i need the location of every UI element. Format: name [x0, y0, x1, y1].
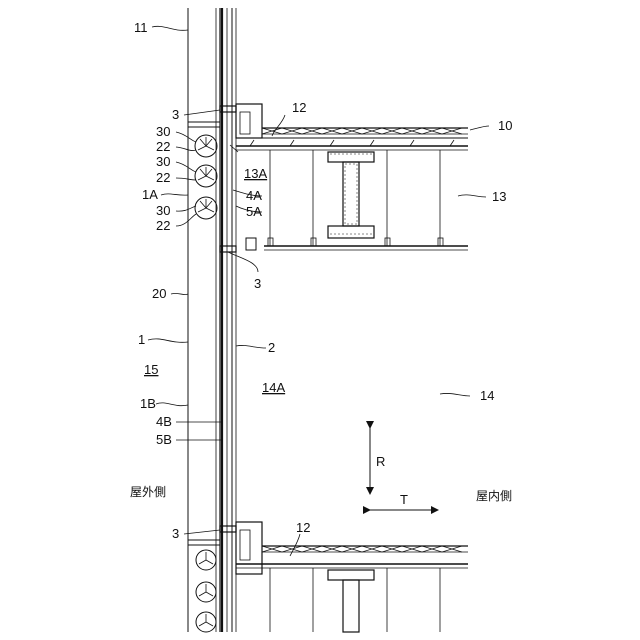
floor-slab-upper	[236, 104, 468, 150]
label-12-top: 12	[292, 100, 306, 115]
fan-icon	[196, 550, 216, 570]
label-R: R	[376, 454, 385, 469]
label-22-c: 22	[156, 218, 170, 233]
label-3-mid: 3	[254, 276, 261, 291]
label-1B: 1B	[140, 396, 156, 411]
fan-icon	[196, 582, 216, 602]
label-13A: 13A	[244, 166, 267, 181]
label-22-b: 22	[156, 170, 170, 185]
leader-lines	[148, 26, 489, 556]
label-22-a: 22	[156, 139, 170, 154]
label-outdoor-side: 屋外側	[130, 485, 166, 499]
label-14A: 14A	[262, 380, 285, 395]
label-3-bottom: 3	[172, 526, 179, 541]
label-14: 14	[480, 388, 494, 403]
outer-wall-panel-20	[188, 8, 220, 632]
fan-icon	[195, 135, 217, 157]
label-30-c: 30	[156, 203, 170, 218]
label-15: 15	[144, 362, 158, 377]
label-30-b: 30	[156, 154, 170, 169]
label-11: 11	[134, 20, 148, 35]
label-indoor-side: 屋内側	[476, 489, 512, 503]
floor-slab-lower	[236, 522, 468, 632]
label-20: 20	[152, 286, 166, 301]
label-1A: 1A	[142, 187, 158, 202]
fan-icon	[196, 612, 216, 632]
label-30-a: 30	[156, 124, 170, 139]
label-4B: 4B	[156, 414, 172, 429]
label-10: 10	[498, 118, 512, 133]
label-4A: 4A	[246, 188, 262, 203]
label-3-top: 3	[172, 107, 179, 122]
fan-icon	[195, 197, 217, 219]
label-13: 13	[492, 189, 506, 204]
label-5B: 5B	[156, 432, 172, 447]
ventilation-fans-lower	[188, 540, 220, 632]
steel-beam-upper	[328, 152, 374, 238]
label-2: 2	[268, 340, 275, 355]
fan-icon	[195, 165, 217, 187]
label-5A: 5A	[246, 204, 262, 219]
glass-panel-2	[222, 8, 236, 632]
label-12-bottom: 12	[296, 520, 310, 535]
label-T: T	[400, 492, 408, 507]
label-1: 1	[138, 332, 145, 347]
